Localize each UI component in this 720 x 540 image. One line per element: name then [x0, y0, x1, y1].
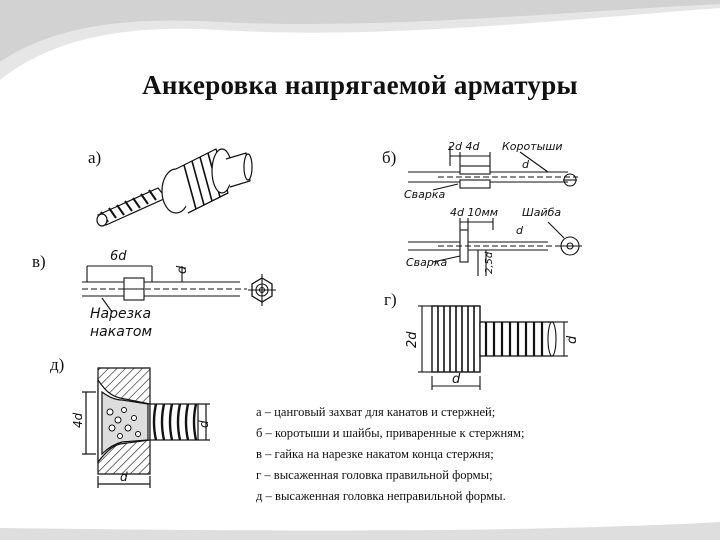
bottom-swoosh-decoration: [0, 522, 720, 540]
caption-line-g: г – высаженная головка правильной формы;: [256, 468, 493, 482]
dim-d-bottom: d: [452, 372, 461, 387]
washer-label: Шайба: [522, 206, 561, 219]
slide-title: Анкеровка напрягаемой арматуры: [142, 70, 578, 100]
dim-d-lower: d: [516, 224, 524, 237]
weld-label-upper: Сварка: [404, 188, 446, 201]
caption-line-d: д – высаженная головка неправильной форм…: [256, 489, 506, 503]
dim-d-upper: d: [522, 158, 530, 171]
figure-v-nut-thread: 6d d Нарезка накатом: [82, 249, 276, 340]
panel-label-v: в): [32, 252, 46, 271]
figure-g-regular-head: 2d d d: [405, 305, 580, 390]
panel-label-d: д): [50, 355, 65, 374]
panel-label-b: б): [382, 148, 397, 167]
thread-label-line1: Нарезка: [90, 306, 151, 322]
figure-a-collet-grip: [96, 148, 253, 227]
panel-label-a: а): [88, 148, 102, 167]
weld-label-lower: Сварка: [406, 256, 448, 269]
dim-d-bottom: d: [120, 470, 128, 484]
shorts-label: Коротыши: [502, 140, 563, 153]
caption-line-b: б – коротыши и шайбы, приваренные к стер…: [256, 426, 525, 440]
caption-line-v: в – гайка на нарезке накатом конца стерж…: [256, 447, 494, 461]
caption-line-a: а – цанговый захват для канатов и стержн…: [256, 405, 496, 419]
thread-label-line2: накатом: [90, 324, 152, 340]
dim-2d-4d: 2d 4d: [448, 140, 480, 153]
dim-6d: 6d: [110, 249, 127, 264]
dim-d: d: [175, 265, 190, 274]
panel-label-g: г): [384, 290, 397, 309]
dim-2-5d: 2,5d: [484, 251, 495, 274]
figure-d-irregular-head: 4d d d: [72, 367, 211, 488]
dim-d-right: d: [565, 335, 580, 344]
dim-4d: 4d: [72, 412, 85, 428]
figure-caption: а – цанговый захват для канатов и стержн…: [256, 402, 525, 507]
figure-b-short-bars-washers: 2d 4d Коротыши d Сварка 4d 10мм Шайба d …: [404, 140, 582, 276]
dim-d-right: d: [197, 420, 211, 428]
dim-2d: 2d: [405, 331, 420, 348]
dim-4d-10mm: 4d 10мм: [450, 206, 498, 219]
